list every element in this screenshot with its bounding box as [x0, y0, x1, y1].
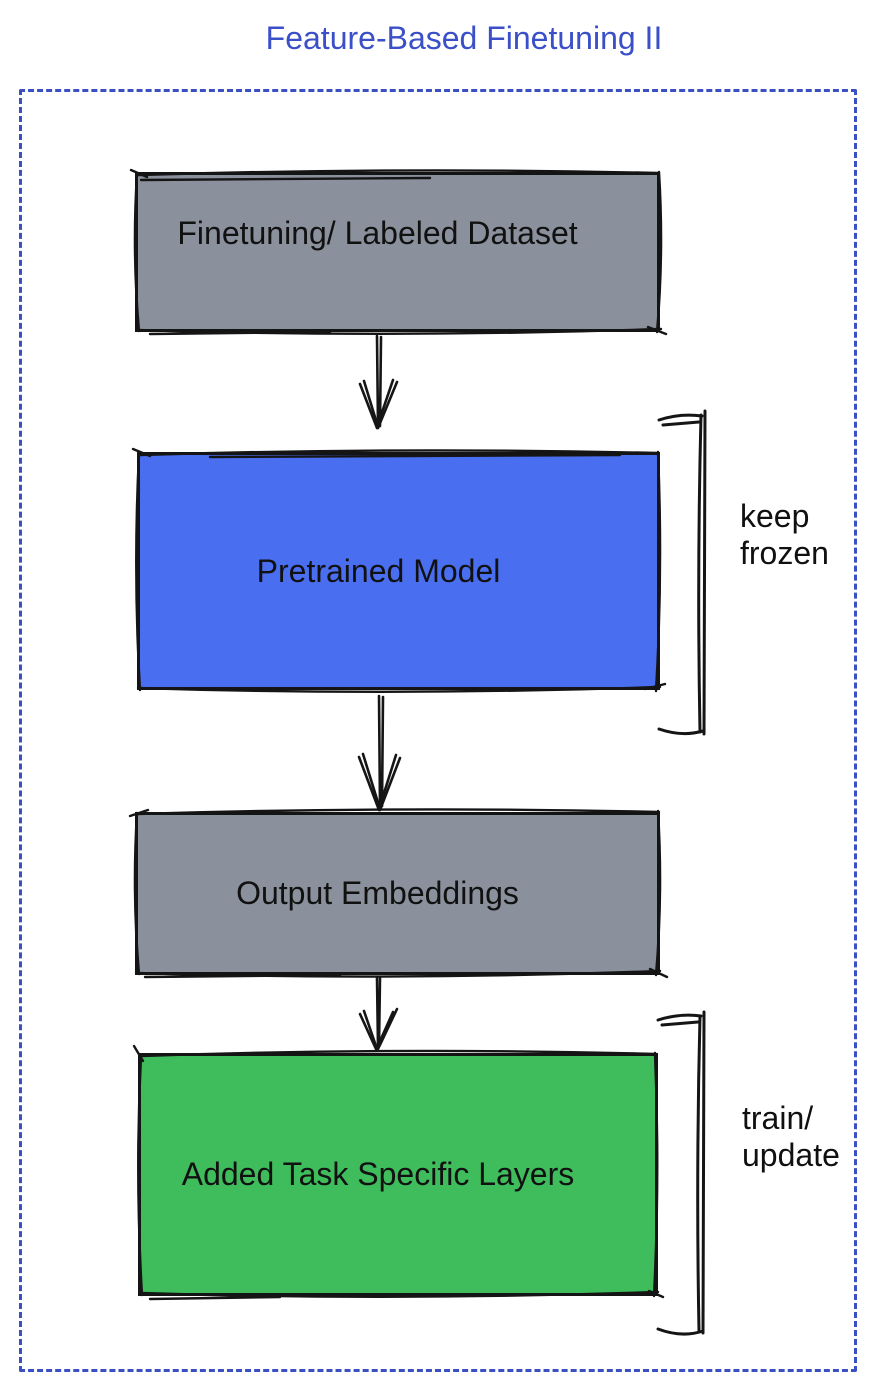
node-label-added-task-specific-layers: Added Task Specific Layers — [181, 1156, 575, 1192]
dotted-frame — [19, 89, 857, 1372]
node-finetuning-dataset: Finetuning/ Labeled Dataset — [135, 172, 660, 332]
annotation-line: keep — [740, 498, 810, 534]
node-added-task-specific-layers: Added Task Specific Layers — [138, 1053, 658, 1296]
node-label-finetuning-dataset: Finetuning/ Labeled Dataset — [177, 214, 578, 251]
annotation-line: frozen — [740, 535, 829, 571]
annotation-line: update — [742, 1137, 840, 1173]
annotation-line: train/ — [742, 1100, 814, 1136]
node-label-output-embeddings: Output Embeddings — [236, 875, 519, 911]
node-label-pretrained-model: Pretrained Model — [256, 552, 501, 589]
node-output-embeddings: Output Embeddings — [135, 812, 660, 975]
node-pretrained-model: Pretrained Model — [137, 452, 660, 690]
annotation-keep-frozen: keep frozen — [740, 498, 829, 572]
annotation-train-update: train/ update — [742, 1100, 840, 1174]
diagram-title: Feature-Based Finetuning II — [265, 20, 663, 56]
